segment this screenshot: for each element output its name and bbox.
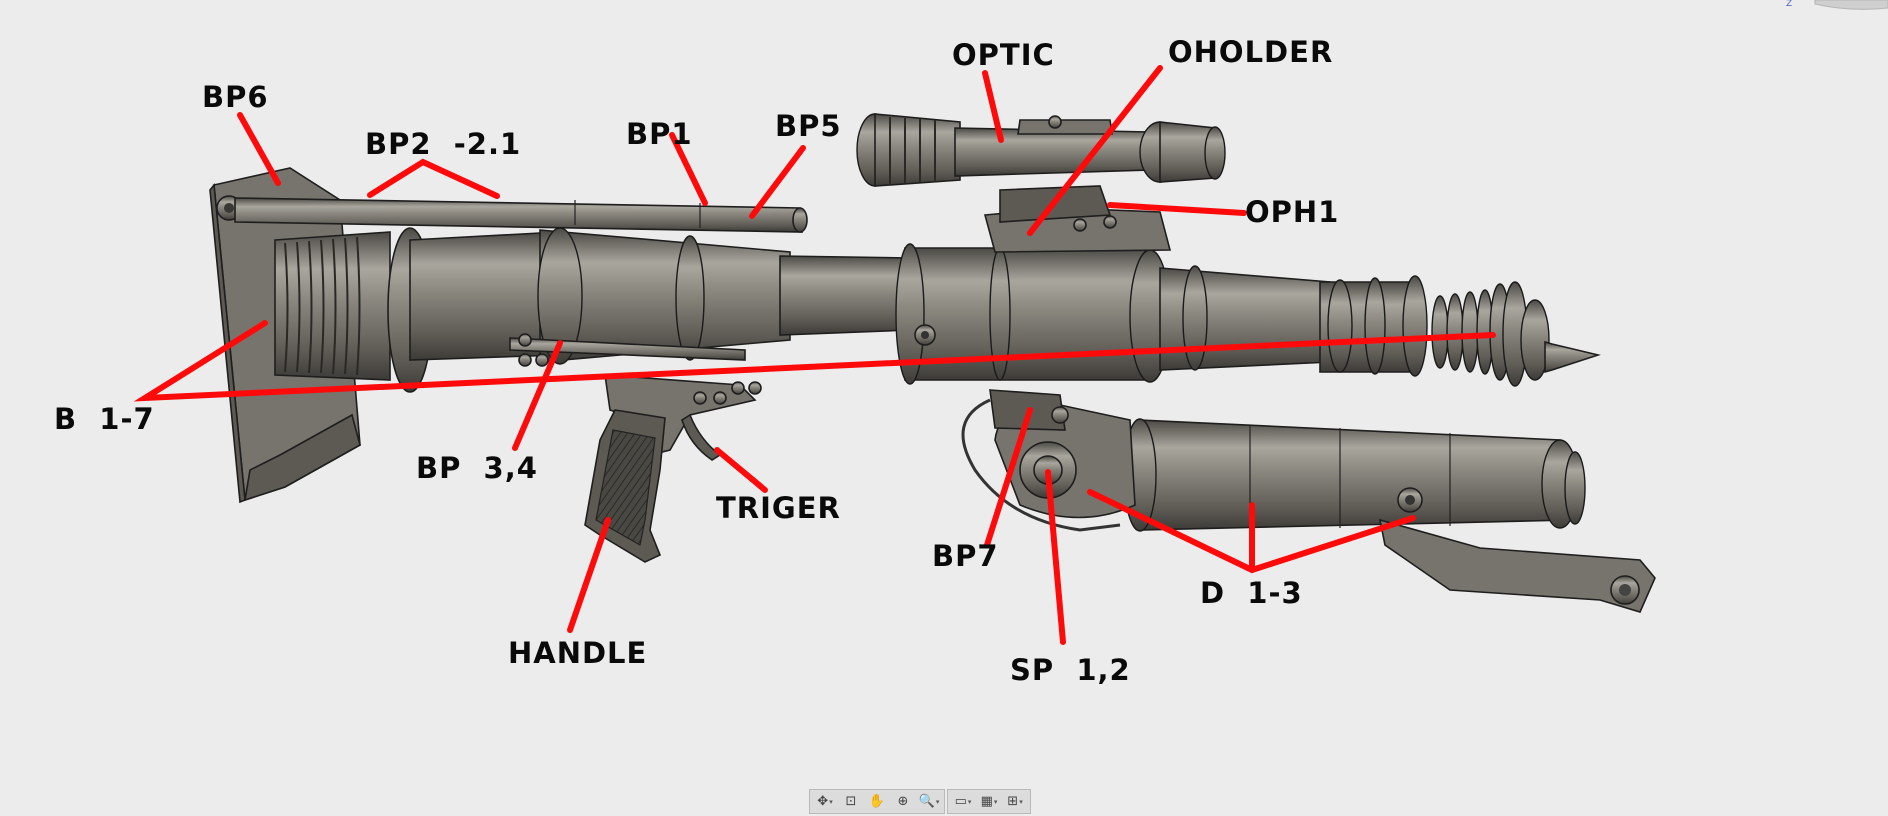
navigation-tools-group: ✥▾⊡✋⊕🔍▾ [809, 789, 945, 814]
zoom-window-icon: ⊕ [897, 794, 909, 809]
leader-bp7 [984, 407, 1033, 548]
label-oph1: OPH1 [1245, 195, 1339, 229]
chevron-down-icon: ▾ [935, 797, 940, 806]
grid-snaps-icon: ▦ [980, 794, 993, 809]
leader-bp2 [367, 158, 500, 199]
leader-triger [714, 447, 768, 493]
viewports-button[interactable]: ⊞▾ [1003, 791, 1027, 812]
label-handle: HANDLE [508, 636, 647, 670]
chevron-down-icon: ▾ [993, 797, 998, 806]
leader-bp34 [512, 340, 563, 451]
part-labels: BP6 BP2 -2.1 BP1 BP5 OPTIC OHOLDER OPH1 … [54, 35, 1339, 687]
leader-bp6 [237, 112, 281, 186]
label-b17: B 1-7 [54, 402, 155, 436]
viewcube-fragment[interactable]: Z [1786, 0, 1888, 10]
orbit-icon: ✥ [817, 794, 829, 809]
navigation-toolbar: ✥▾⊡✋⊕🔍▾ ▭▾▦▾⊞▾ [809, 789, 1031, 814]
orbit-button[interactable]: ✥▾ [813, 791, 837, 812]
zoom-button[interactable]: 🔍▾ [917, 791, 941, 812]
look-at-icon: ⊡ [845, 794, 857, 809]
leader-b17 [133, 320, 1496, 402]
top-rail [234, 197, 808, 233]
label-bp34: BP 3,4 [416, 451, 538, 485]
scope [856, 113, 1226, 187]
chevron-down-icon: ▾ [967, 797, 972, 806]
leader-sp12 [1045, 469, 1066, 645]
power-cell [1123, 418, 1656, 613]
zoom-icon: 🔍 [918, 794, 935, 809]
leader-oholder [1027, 65, 1163, 236]
leader-oph1 [1107, 202, 1247, 216]
label-sp12: SP 1,2 [1010, 653, 1131, 687]
side-rail [509, 333, 746, 367]
pan-hand-button[interactable]: ✋ [865, 791, 889, 812]
leader-bp5 [749, 145, 806, 219]
label-optic: OPTIC [952, 38, 1055, 72]
handle-grip [584, 409, 666, 563]
rear-spring [274, 227, 433, 393]
scope-holder [983, 185, 1172, 253]
leader-optic [982, 70, 1004, 143]
viewports-icon: ⊞ [1007, 794, 1019, 809]
label-bp1: BP1 [626, 117, 693, 151]
label-d13: D 1-3 [1200, 576, 1303, 610]
pan-hand-icon: ✋ [868, 794, 886, 809]
grid-snaps-button[interactable]: ▦▾ [977, 791, 1001, 812]
leader-bp1 [669, 132, 708, 206]
label-bp6: BP6 [202, 80, 269, 114]
leader-handle [567, 517, 611, 633]
label-triger: TRIGER [716, 491, 841, 525]
viewcube-axis-label: Z [1786, 0, 1792, 9]
display-settings-icon: ▭ [954, 794, 967, 809]
label-oholder: OHOLDER [1168, 35, 1333, 69]
label-bp7: BP7 [932, 539, 999, 573]
zoom-window-button[interactable]: ⊕ [891, 791, 915, 812]
chevron-down-icon: ▾ [829, 797, 833, 806]
display-tools-group: ▭▾▦▾⊞▾ [947, 789, 1031, 814]
label-bp5: BP5 [775, 109, 842, 143]
chevron-down-icon: ▾ [1019, 797, 1023, 806]
display-settings-button[interactable]: ▭▾ [951, 791, 975, 812]
label-bp2: BP2 -2.1 [365, 127, 521, 161]
look-at-button[interactable]: ⊡ [839, 791, 863, 812]
leader-lines [133, 65, 1496, 645]
